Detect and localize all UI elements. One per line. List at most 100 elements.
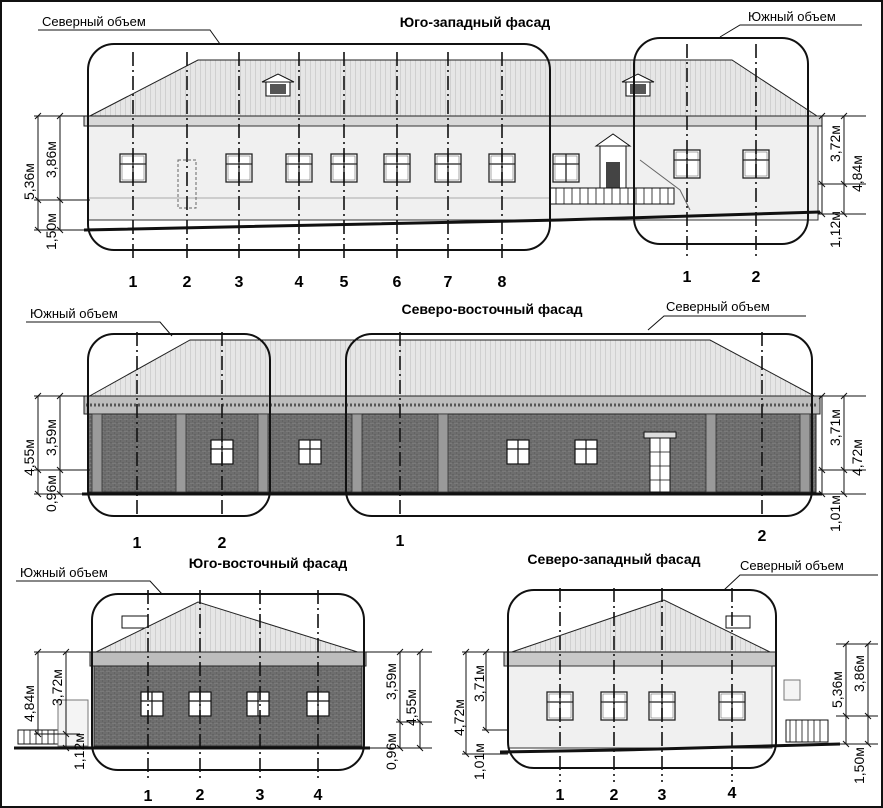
- southeast-label-south-volume: Южный объем: [20, 565, 108, 580]
- southwest-facade: Юго-западный фасад Северный объем Южный …: [21, 9, 866, 291]
- dimension-lines: [34, 392, 866, 498]
- decorative-cornice: [89, 651, 367, 667]
- leader-line: [723, 574, 878, 591]
- roof: [84, 339, 819, 399]
- axis-number: 2: [183, 274, 192, 291]
- southeast-facade-title: Юго-восточный фасад: [189, 555, 348, 571]
- entrance-door: [643, 431, 677, 493]
- dimension-text: 4,84м: [849, 155, 865, 192]
- south-volume-outline: [91, 593, 365, 771]
- dimension-text: 1,01м: [471, 743, 487, 780]
- southwest-facade-title: Юго-западный фасад: [400, 14, 551, 30]
- northwest-facade-title: Северо-западный фасад: [527, 551, 700, 567]
- leader-line: [26, 321, 173, 337]
- southwest-label-north-volume: Северный объем: [42, 14, 146, 29]
- window: [246, 691, 270, 717]
- dimension-text: 0,96м: [43, 475, 59, 512]
- south-volume-outline: [633, 37, 809, 245]
- axis-number: 4: [314, 787, 323, 804]
- entrance-porch: [549, 133, 691, 211]
- southwest-label-south-volume: Южный объем: [748, 9, 836, 24]
- dimension-text: 4,72м: [451, 699, 467, 736]
- porch-railing: [783, 679, 829, 743]
- dimension-text: 0,96м: [383, 733, 399, 770]
- axis-lines: [132, 44, 757, 258]
- roof: [85, 59, 822, 119]
- axis-lines: [559, 588, 733, 782]
- axis-number: 1: [683, 269, 692, 286]
- axis-number: 3: [256, 787, 265, 804]
- northwest-facade: Северо-западный фасад Северный объем 1 2…: [451, 551, 878, 804]
- axis-number: 1: [144, 788, 153, 805]
- axis-number: 7: [444, 274, 453, 291]
- dimension-text: 1,12м: [827, 211, 843, 248]
- northeast-facade: Северо-восточный фасад Южный объем Север…: [21, 299, 866, 552]
- window: [574, 439, 598, 465]
- axis-number: 1: [129, 274, 138, 291]
- axis-number: 1: [396, 533, 405, 550]
- chimney: [725, 615, 751, 629]
- northeast-label-south-volume: Южный объем: [30, 306, 118, 321]
- axis-number: 2: [218, 535, 227, 552]
- axis-number: 8: [498, 274, 507, 291]
- leader-line: [38, 29, 221, 45]
- dormer-window: [261, 73, 295, 97]
- dimension-lines: [34, 112, 866, 234]
- dimension-text: 1,50м: [851, 747, 867, 784]
- axis-number: 1: [133, 535, 142, 552]
- dimension-text: 5,36м: [829, 671, 845, 708]
- dimension-text: 4,84м: [21, 685, 37, 722]
- dimension-text: 5,36м: [21, 163, 37, 200]
- axis-number: 4: [295, 274, 304, 291]
- window: [552, 153, 580, 183]
- window: [140, 691, 164, 717]
- axis-number: 6: [393, 274, 402, 291]
- south-volume-outline: [87, 333, 271, 517]
- southeast-facade: Юго-восточный фасад Южный объем 1 2 3 4: [14, 555, 432, 805]
- dimension-lines: [34, 648, 432, 752]
- leader-line: [16, 580, 163, 595]
- dimension-text: 1,50м: [43, 213, 59, 250]
- dimension-text: 4,55м: [403, 689, 419, 726]
- axis-lines: [147, 590, 319, 782]
- dimension-text: 1,12м: [71, 733, 87, 770]
- cornice: [83, 115, 823, 127]
- pilasters: [91, 413, 811, 493]
- north-volume-outline: [87, 43, 551, 251]
- axis-number: 2: [610, 787, 619, 804]
- axis-number: 5: [340, 274, 349, 291]
- leader-line: [647, 315, 806, 331]
- axis-number: 1: [556, 787, 565, 804]
- axis-number: 3: [235, 274, 244, 291]
- dimension-text: 3,72м: [827, 125, 843, 162]
- axis-number: 2: [196, 787, 205, 804]
- dimension-text: 3,71м: [471, 665, 487, 702]
- axis-lines: [136, 332, 763, 518]
- dimension-text: 3,59м: [383, 663, 399, 700]
- dimension-text: 3,86м: [851, 655, 867, 692]
- north-volume-outline: [507, 589, 777, 769]
- window: [298, 439, 322, 465]
- decorative-cornice: [503, 651, 777, 667]
- leader-line: [719, 24, 862, 38]
- dimension-text: 4,55м: [21, 439, 37, 476]
- window: [506, 439, 530, 465]
- dimension-text: 1,01м: [827, 495, 843, 532]
- dimension-text: 3,71м: [827, 409, 843, 446]
- axis-number: 3: [658, 787, 667, 804]
- dimension-text: 3,72м: [49, 669, 65, 706]
- chimney: [121, 615, 149, 629]
- northeast-facade-title: Северо-восточный фасад: [401, 301, 582, 317]
- northwest-label-north-volume: Северный объем: [740, 558, 844, 573]
- dimension-text: 4,72м: [849, 439, 865, 476]
- ground-line: [499, 742, 841, 754]
- north-volume-outline: [345, 333, 813, 517]
- axis-number: 2: [758, 528, 767, 545]
- dimension-text: 3,86м: [43, 141, 59, 178]
- brick-wall: [87, 413, 817, 493]
- dimension-text: 3,59м: [43, 419, 59, 456]
- dimension-lines: [462, 640, 878, 758]
- axis-number: 4: [728, 785, 737, 802]
